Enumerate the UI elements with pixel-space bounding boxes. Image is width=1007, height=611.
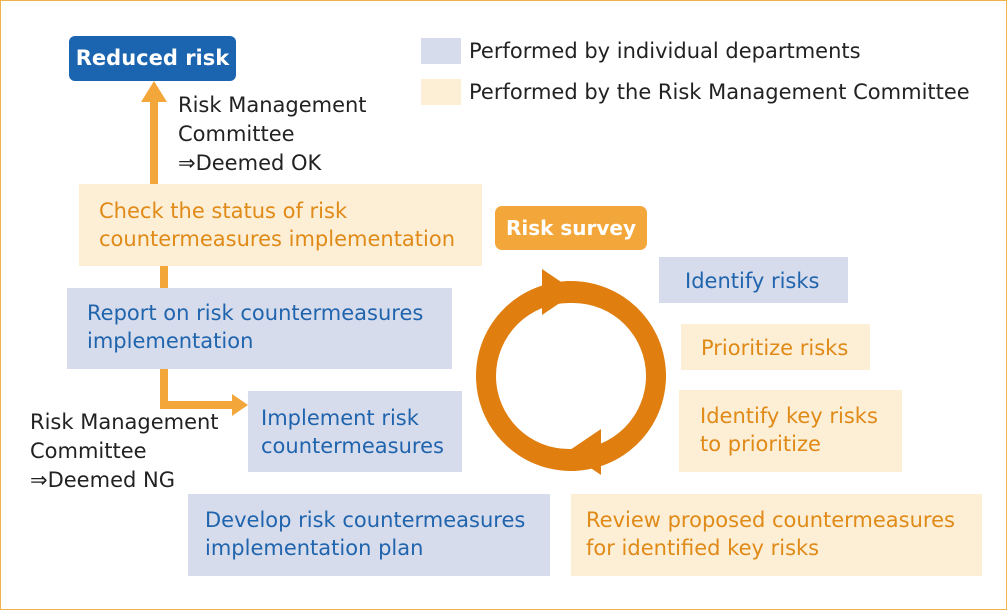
legend-swatch-departments bbox=[421, 38, 461, 64]
survey-review-line1: Review proposed countermeasures bbox=[586, 508, 955, 532]
survey-identify-risks-label: Identify risks bbox=[685, 269, 820, 293]
legend-label-committee: Performed by the Risk Management Committ… bbox=[469, 80, 970, 104]
step-develop-plan: Develop risk countermeasures implementat… bbox=[188, 494, 550, 576]
right-arrow-head bbox=[232, 394, 248, 416]
legend-label-departments: Performed by individual departments bbox=[469, 39, 861, 63]
legend-swatch-committee bbox=[421, 79, 461, 105]
step-report: Report on risk countermeasures implement… bbox=[67, 288, 452, 369]
survey-review-line2: for identified key risks bbox=[586, 536, 820, 560]
note-ok-line2: Committee bbox=[178, 122, 295, 146]
cycle-arrow-head-bottom bbox=[567, 429, 601, 475]
note-ok-line3: ⇒Deemed OK bbox=[178, 151, 322, 175]
cycle-arrow-left bbox=[476, 281, 576, 471]
note-deemed-ok: Risk Management Committee ⇒Deemed OK bbox=[178, 91, 367, 178]
note-ng-line3: ⇒Deemed NG bbox=[30, 468, 175, 492]
connector-report-implement bbox=[160, 369, 235, 409]
step-report-line2: implementation bbox=[87, 329, 254, 353]
step-develop-plan-line2: implementation plan bbox=[205, 536, 424, 560]
survey-identify-key-risks-line1: Identify key risks bbox=[700, 404, 878, 428]
note-ng-line1: Risk Management bbox=[30, 410, 219, 434]
note-deemed-ng: Risk Management Committee ⇒Deemed NG bbox=[30, 408, 219, 495]
step-check-status-line2: countermeasures implementation bbox=[99, 227, 456, 251]
note-ok-line1: Risk Management bbox=[178, 93, 367, 117]
survey-identify-risks: Identify risks bbox=[659, 257, 848, 303]
step-implement-line1: Implement risk bbox=[261, 406, 419, 430]
upward-arrow-head bbox=[141, 81, 167, 102]
survey-identify-key-risks-line2: to prioritize bbox=[700, 432, 821, 456]
step-develop-plan-line1: Develop risk countermeasures bbox=[205, 508, 526, 532]
survey-review-countermeasures: Review proposed countermeasures for iden… bbox=[571, 494, 982, 576]
survey-prioritize-risks-label: Prioritize risks bbox=[701, 336, 849, 360]
cycle-arrow-right bbox=[566, 281, 666, 471]
step-implement-line2: countermeasures bbox=[261, 434, 444, 458]
note-ng-line2: Committee bbox=[30, 439, 147, 463]
step-report-line1: Report on risk countermeasures bbox=[87, 301, 424, 325]
risk-survey-badge: Risk survey bbox=[495, 206, 647, 250]
step-implement: Implement risk countermeasures bbox=[248, 391, 462, 472]
step-check-status: Check the status of risk countermeasures… bbox=[79, 184, 482, 266]
survey-prioritize-risks: Prioritize risks bbox=[681, 324, 870, 370]
reduced-risk-badge: Reduced risk bbox=[69, 36, 236, 81]
survey-identify-key-risks: Identify key risks to prioritize bbox=[679, 390, 902, 472]
step-check-status-line1: Check the status of risk bbox=[99, 199, 348, 223]
